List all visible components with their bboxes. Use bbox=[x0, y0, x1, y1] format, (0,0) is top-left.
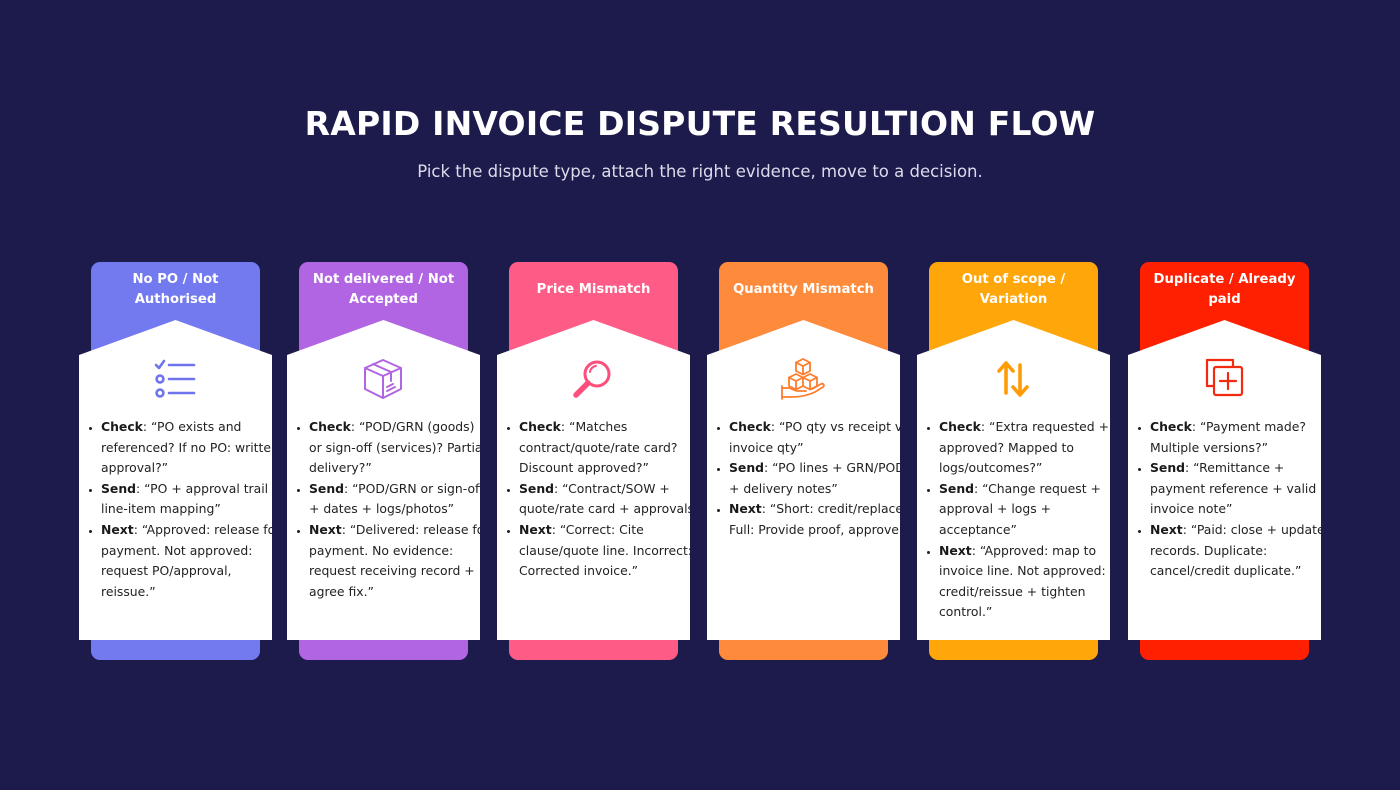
send-text: : “Change request + approval + logs + ac… bbox=[939, 480, 1101, 537]
magnifier-icon bbox=[569, 355, 617, 403]
package-box-icon bbox=[359, 355, 407, 403]
check-label: Check bbox=[1150, 419, 1192, 434]
page-subtitle: Pick the dispute type, attach the right … bbox=[417, 162, 983, 181]
next-item: Next: “Short: credit/replace. Full: Prov… bbox=[729, 499, 910, 540]
card-body: Check: “Extra requested + approved? Mapp… bbox=[917, 320, 1110, 640]
card-steps: Check: “PO exists and referenced? If no … bbox=[87, 417, 283, 602]
send-item: Send: “PO + approval trail + line-item m… bbox=[101, 479, 283, 520]
send-label: Send bbox=[309, 480, 345, 496]
send-item: Send: “POD/GRN or sign-off + dates + log… bbox=[309, 479, 484, 520]
card-body: Check: “PO qty vs receipt vs invoice qty… bbox=[707, 320, 900, 640]
next-label: Next bbox=[729, 501, 762, 517]
card-body: Check: “Matches contract/quote/rate card… bbox=[497, 320, 690, 640]
check-item: Check: “POD/GRN (goods) or sign-off (ser… bbox=[309, 417, 486, 479]
send-label: Send bbox=[1150, 460, 1186, 476]
check-label: Check bbox=[309, 419, 351, 434]
next-item: Next: “Delivered: release for payment. N… bbox=[309, 520, 490, 602]
dispute-card-price-mismatch: Price Mismatch Check: “Matches contract/… bbox=[497, 262, 691, 662]
next-label: Next bbox=[519, 521, 552, 537]
card-steps: Check: “PO qty vs receipt vs invoice qty… bbox=[715, 417, 910, 541]
next-text: : “Delivered: release for payment. No ev… bbox=[309, 521, 490, 599]
send-item: Send: “PO lines + GRN/POD + delivery not… bbox=[729, 458, 905, 499]
next-item: Next: “Paid: close + update records. Dup… bbox=[1150, 520, 1325, 582]
next-text: : “Paid: close + update records. Duplica… bbox=[1150, 521, 1325, 579]
send-label: Send bbox=[729, 460, 765, 476]
check-item: Check: “Matches contract/quote/rate card… bbox=[519, 417, 690, 479]
card-steps: Check: “Payment made? Multiple versions?… bbox=[1136, 417, 1325, 582]
duplicate-copy-icon bbox=[1200, 355, 1248, 403]
check-text: : “Matches contract/quote/rate card? Dis… bbox=[519, 419, 678, 476]
dispute-card-out-of-scope: Out of scope / Variation Check: “Extra r… bbox=[917, 262, 1111, 662]
check-text: : “PO exists and referenced? If no PO: w… bbox=[101, 419, 279, 476]
dispute-card-quantity-mismatch: Quantity Mismatch Check: “PO qty vs rece… bbox=[707, 262, 901, 662]
dispute-card-not-delivered: Not delivered / Not Accepted Check: “POD… bbox=[287, 262, 481, 662]
card-body: Check: “POD/GRN (goods) or sign-off (ser… bbox=[287, 320, 480, 640]
card-steps: Check: “Extra requested + approved? Mapp… bbox=[925, 417, 1110, 623]
boxes-hand-icon bbox=[779, 355, 827, 403]
next-text: : “Approved: map to invoice line. Not ap… bbox=[939, 542, 1106, 620]
next-label: Next bbox=[309, 521, 342, 537]
check-label: Check bbox=[939, 419, 981, 434]
send-text: : “POD/GRN or sign-off + dates + logs/ph… bbox=[309, 480, 484, 517]
page-title: RAPID INVOICE DISPUTE RESULTION FLOW bbox=[304, 104, 1096, 143]
check-text: : “Extra requested + approved? Mapped to… bbox=[939, 419, 1109, 476]
check-item: Check: “PO exists and referenced? If no … bbox=[101, 417, 279, 479]
send-item: Send: “Change request + approval + logs … bbox=[939, 479, 1110, 541]
card-steps: Check: “Matches contract/quote/rate card… bbox=[505, 417, 701, 582]
next-text: : “Short: credit/replace. Full: Provide … bbox=[729, 501, 910, 537]
send-item: Send: “Contract/SOW + quote/rate card + … bbox=[519, 479, 701, 520]
up-down-arrows-icon bbox=[989, 355, 1037, 403]
checklist-icon bbox=[151, 355, 199, 403]
next-label: Next bbox=[101, 521, 134, 537]
card-body: Check: “PO exists and referenced? If no … bbox=[79, 320, 272, 640]
next-item: Next: “Approved: release for payment. No… bbox=[101, 520, 281, 602]
send-item: Send: “Remittance + payment reference + … bbox=[1150, 458, 1321, 520]
check-text: : “PO qty vs receipt vs invoice qty” bbox=[729, 419, 909, 455]
card-title: Duplicate / Already paid bbox=[1153, 272, 1296, 307]
next-label: Next bbox=[939, 542, 972, 558]
card-steps: Check: “POD/GRN (goods) or sign-off (ser… bbox=[295, 417, 490, 602]
send-text: : “Contract/SOW + quote/rate card + appr… bbox=[519, 480, 701, 517]
check-label: Check bbox=[729, 419, 771, 434]
check-label: Check bbox=[519, 419, 561, 434]
card-body: Check: “Payment made? Multiple versions?… bbox=[1128, 320, 1321, 640]
check-item: Check: “Payment made? Multiple versions?… bbox=[1150, 417, 1321, 458]
check-text: : “POD/GRN (goods) or sign-off (services… bbox=[309, 419, 486, 476]
send-text: : “Remittance + payment reference + vali… bbox=[1150, 460, 1317, 517]
check-item: Check: “PO qty vs receipt vs invoice qty… bbox=[729, 417, 909, 458]
check-text: : “Payment made? Multiple versions?” bbox=[1150, 419, 1306, 455]
dispute-card-duplicate: Duplicate / Already paid Check: “Payment… bbox=[1128, 262, 1322, 662]
dispute-card-no-po: No PO / Not Authorised Check: “PO exists… bbox=[79, 262, 273, 662]
send-label: Send bbox=[101, 480, 137, 496]
check-label: Check bbox=[101, 419, 143, 434]
next-label: Next bbox=[1150, 521, 1183, 537]
check-item: Check: “Extra requested + approved? Mapp… bbox=[939, 417, 1110, 479]
card-title: Not delivered / Not Accepted bbox=[312, 272, 455, 307]
next-text: : “Correct: Cite clause/quote line. Inco… bbox=[519, 521, 692, 579]
send-label: Send bbox=[519, 480, 555, 496]
send-text: : “PO + approval trail + line-item mappi… bbox=[101, 480, 283, 517]
next-item: Next: “Correct: Cite clause/quote line. … bbox=[519, 520, 692, 582]
send-text: : “PO lines + GRN/POD + delivery notes” bbox=[729, 460, 905, 496]
send-label: Send bbox=[939, 480, 975, 496]
next-text: : “Approved: release for payment. Not ap… bbox=[101, 521, 281, 599]
next-item: Next: “Approved: map to invoice line. No… bbox=[939, 541, 1110, 623]
card-title: Out of scope / Variation bbox=[961, 272, 1066, 307]
card-title: Quantity Mismatch bbox=[733, 282, 874, 297]
card-title: No PO / Not Authorised bbox=[132, 272, 219, 307]
card-title: Price Mismatch bbox=[536, 282, 651, 297]
